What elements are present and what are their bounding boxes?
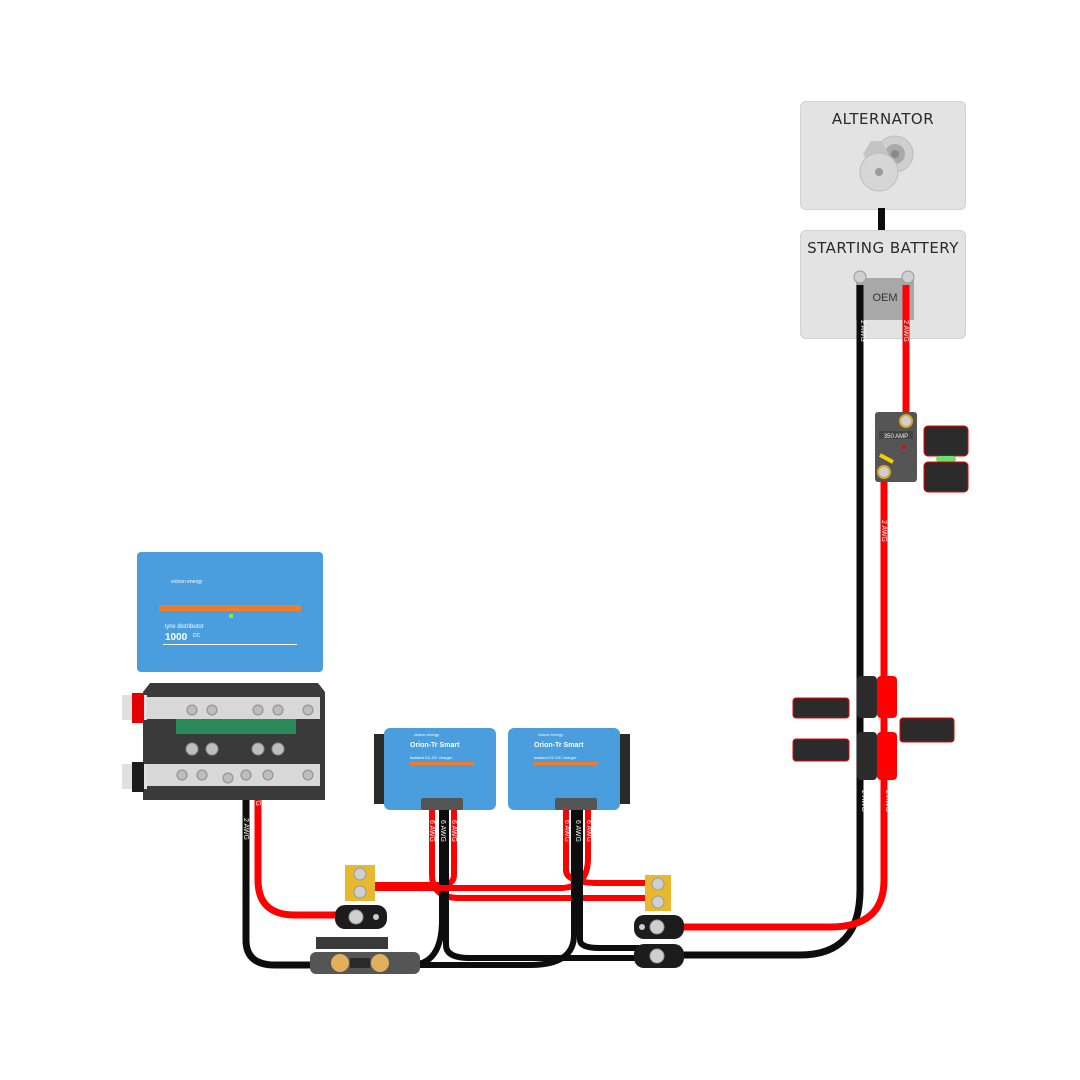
lynx-rating: 1000 [165,632,188,643]
alternator-link-wire [878,208,885,230]
breaker-rating: 350 AMP [884,434,908,440]
alternator-title: ALTERNATOR [831,110,935,128]
orion1-input-negative [443,808,640,961]
anderson-connector-upper [857,676,897,718]
lynx-positive-terminal [132,693,144,723]
orion-2-subtitle: isolated DC-DC charger [534,755,577,760]
breaker-note-link [936,456,956,462]
orion2-output-negative [410,808,577,968]
anderson-note-optional [899,717,955,743]
anderson-connector-lower [857,732,897,780]
lynx-negative-terminal [132,762,144,792]
orion2-input-negative [577,808,640,951]
wire-label-pos-mid: 2 AWG [880,520,887,542]
battery-label: OEM [872,292,897,304]
smartshunt [310,937,420,974]
wire-label-orion2-c: 6 AWG [585,820,592,842]
orion-2-terminal-block [555,798,597,810]
breaker-indicator [902,445,906,449]
wire-label-neg-top: 2 AWG [859,320,866,342]
lynx-product-name: lynx distributor [165,624,204,630]
wire-label-orion2-a: 6 AWG [563,820,570,842]
breaker-note-1 [923,425,969,457]
lynx-distributor: victron energy lynx distributor 1000 DC [137,552,323,672]
orion-charger-1: victron energy Orion-Tr Smart isolated D… [374,728,504,810]
starting-battery-title: STARTING BATTERY [807,239,959,257]
wire-label-orion1-c: 6 AWG [450,820,457,842]
lynx-negative-wire [242,780,320,969]
orion-1-terminal-block [421,798,463,810]
anderson-note-1 [792,697,850,719]
lynx-brand: victron energy [171,579,203,585]
orion2-output-positive [360,808,591,891]
anderson-note-2 [792,738,850,762]
wire-label-pos-top: 2 AWG [902,320,909,342]
orion-2-brand: victron energy [538,732,564,737]
wire-label-orion1-b: 6 AWG [439,820,446,842]
alternator-icon [859,135,914,192]
battery-positive-terminal [901,270,915,284]
lynx-divider [163,644,297,645]
left-positive-busbar [335,865,387,929]
battery-negative-terminal [853,270,867,284]
orion-1-name: Orion-Tr Smart [410,742,460,749]
circuit-breaker: 350 AMP [875,412,917,482]
orion-1-body: victron energy Orion-Tr Smart isolated D… [384,728,496,810]
orion-charger-2: victron energy Orion-Tr Smart isolated D… [508,728,638,810]
right-negative-busbar [634,944,684,968]
orion-1-subtitle: isolated DC-DC charger [410,755,453,760]
orion-1-bracket-left [374,734,384,804]
wire-label-orion1-a: 6 AWG [428,820,435,842]
lynx-positive-wire [254,740,345,919]
lynx-distributor-base [122,683,325,800]
breaker-positive-wire [660,470,888,931]
wire-label-pos-low: 2 AWG [884,790,891,812]
orion-1-orange-stripe [410,762,474,765]
lynx-rating-unit: DC [193,633,201,639]
breaker-lever [879,453,894,464]
orion-2-body: victron energy Orion-Tr Smart isolated D… [508,728,620,810]
breaker-note-2 [923,461,969,493]
lynx-orange-stripe [159,605,301,611]
right-positive-busbar [634,875,684,939]
lynx-status-led [229,614,233,618]
orion-2-name: Orion-Tr Smart [534,742,584,749]
main-negative-wire [640,285,864,959]
alternator-panel: ALTERNATOR [800,101,966,210]
orion-2-bracket-right [620,734,630,804]
wire-label-lynx-neg: 2 AWG [242,818,249,840]
wire-label-orion2-b: 6 AWG [574,820,581,842]
orion-1-brand: victron energy [414,732,440,737]
orion-2-orange-stripe [534,762,598,765]
wire-label-neg-low: 2 AWG [860,790,867,812]
